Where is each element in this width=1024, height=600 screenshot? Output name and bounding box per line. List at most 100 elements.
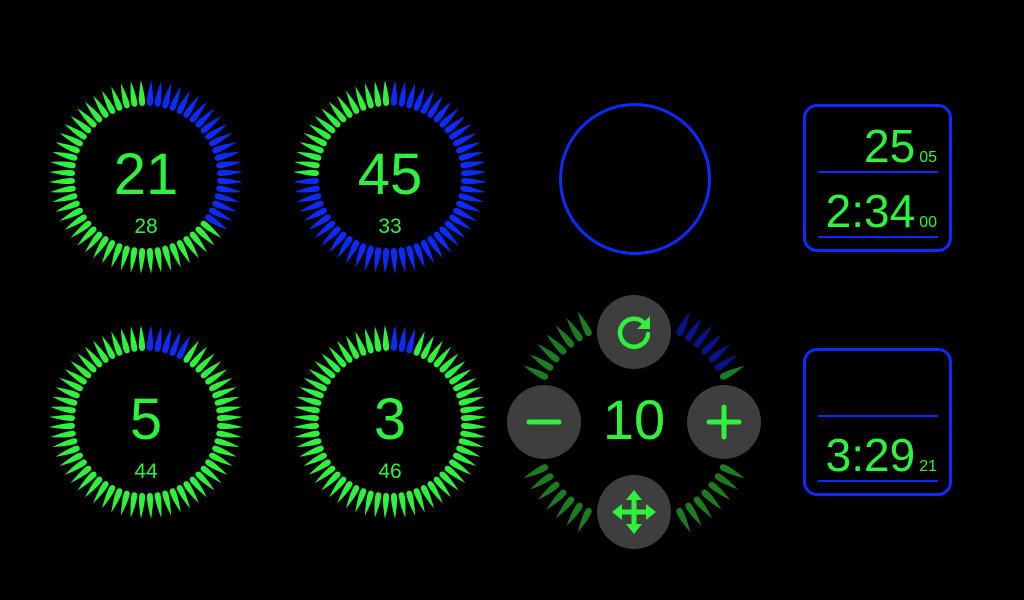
dial-tick: [162, 328, 172, 354]
dial-tick: [101, 335, 116, 359]
dial-tick: [328, 101, 347, 123]
dial-tick: [530, 473, 554, 490]
dial-tick: [458, 396, 484, 406]
dial-tick: [64, 214, 87, 230]
dial-tick: [420, 90, 435, 114]
dial-tick: [52, 438, 78, 448]
dial-tick: [111, 331, 123, 356]
dial-tick: [209, 207, 233, 222]
dial-tick: [70, 220, 92, 239]
dial-tick: [216, 430, 242, 438]
dial-tick: [355, 86, 367, 111]
dial-tick: [546, 489, 567, 510]
dial-tick: [77, 471, 97, 491]
dial-tick: [345, 240, 360, 264]
dial-tick: [120, 490, 130, 516]
increment-button[interactable]: [687, 385, 761, 459]
dial-tick: [345, 90, 360, 114]
reset-button[interactable]: [597, 295, 671, 369]
dial-tick: [200, 465, 222, 484]
divider: [818, 236, 938, 238]
dial-tick: [200, 115, 222, 134]
dial-tick: [64, 369, 87, 385]
dial-tick: [176, 240, 191, 264]
dial-tick: [708, 481, 731, 501]
dial-tick: [449, 124, 472, 140]
dial-tick: [216, 406, 242, 414]
dial-tick: [456, 387, 481, 399]
dial-tick: [176, 485, 191, 509]
dial-tick: [308, 459, 331, 475]
dial-4[interactable]: 3 46: [290, 322, 490, 522]
dial-tick: [189, 476, 208, 498]
dial-tick: [294, 406, 320, 414]
dial-tick: [453, 452, 477, 467]
dial-tick: [205, 124, 228, 140]
dial-subvalue: 33: [378, 215, 402, 238]
dial-tick: [296, 193, 322, 203]
dial-tick: [676, 311, 691, 337]
dial-tick: [162, 245, 172, 271]
dial-tick: [314, 220, 336, 239]
dial-tick: [169, 331, 181, 356]
dial-tick: [296, 438, 322, 448]
dial-tick: [398, 492, 406, 518]
dial-tick: [214, 193, 240, 203]
dial-tick: [189, 346, 208, 368]
dial-tick: [566, 502, 583, 526]
dial-tick: [299, 445, 324, 457]
dial-ticks: [293, 80, 487, 274]
empty-ring[interactable]: [559, 103, 711, 255]
dial-2[interactable]: 45 33: [290, 77, 490, 277]
dial-tick: [169, 243, 181, 268]
dial-tick: [555, 496, 575, 519]
dial-tick: [111, 488, 123, 513]
dial-tick: [439, 353, 459, 373]
dial-tick: [70, 360, 92, 379]
dial-tick: [382, 248, 390, 274]
dial-value: 5: [129, 387, 163, 452]
dial-tick: [176, 335, 191, 359]
dial-tick: [458, 438, 484, 448]
dial-tick: [50, 430, 76, 438]
dial-tick: [293, 422, 319, 430]
dial-tick: [169, 86, 181, 111]
dial-tick: [84, 231, 103, 253]
dial-1[interactable]: 21 28: [46, 77, 246, 277]
dial-tick: [364, 490, 374, 516]
dial-tick: [555, 325, 575, 348]
decrement-button[interactable]: [507, 385, 581, 459]
dial-tick: [676, 507, 691, 533]
dial-tick: [355, 243, 367, 268]
dial-tick: [50, 185, 76, 193]
dial-tick: [364, 328, 374, 354]
dial-tick: [183, 481, 199, 504]
dial-tick: [214, 151, 240, 161]
dial-tick: [398, 326, 406, 352]
move-button[interactable]: [597, 475, 671, 549]
dial-tick: [209, 377, 233, 392]
dial-tick: [93, 481, 109, 504]
dial-tick: [294, 185, 320, 193]
dial-tick: [93, 340, 109, 363]
dial-tick: [138, 325, 146, 351]
counter-control: 10: [504, 292, 764, 552]
dial-tick: [449, 369, 472, 385]
dial-tick: [111, 243, 123, 268]
dial-tick: [154, 247, 162, 273]
divider: [818, 480, 938, 482]
dial-tick: [708, 343, 731, 363]
dial-tick: [420, 485, 435, 509]
dial-tick: [205, 369, 228, 385]
dial-tick: [449, 459, 472, 475]
dial-3[interactable]: 5 44: [46, 322, 246, 522]
dial-tick: [461, 422, 487, 430]
dial-tick: [49, 422, 75, 430]
dial-tick: [449, 214, 472, 230]
dial-tick: [427, 340, 443, 363]
dial-tick: [154, 492, 162, 518]
dial-tick: [303, 207, 327, 222]
dial-tick: [303, 132, 327, 147]
